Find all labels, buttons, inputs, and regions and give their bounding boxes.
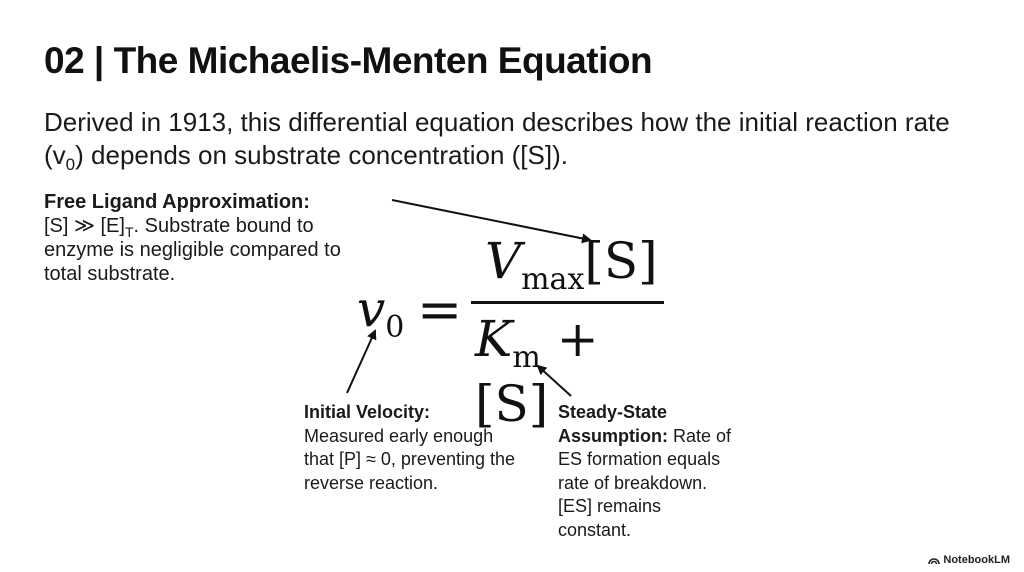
free-ligand-subscript: T	[124, 224, 134, 240]
steady-state-text: Rate of ES formation equals rate of brea…	[558, 425, 732, 540]
initial-velocity-heading: Initial Velocity:	[304, 402, 431, 422]
brand-label: NotebookLM	[943, 554, 1010, 566]
initial-velocity-note: Initial Velocity: Measured early enough …	[304, 401, 524, 495]
denominator-variable: K	[475, 310, 513, 368]
initial-velocity-text: Measured early enough that [P] ≈ 0, prev…	[304, 425, 516, 493]
steady-state-heading: Steady-State Assumption:	[558, 402, 668, 446]
intro-paragraph: Derived in 1913, this differential equat…	[44, 106, 984, 175]
equation-numerator: Vmax[S]	[485, 232, 658, 297]
free-ligand-note: Free Ligand Approximation: [S] ≫ [E]T. S…	[44, 190, 384, 286]
numerator-subscript: max	[521, 262, 585, 297]
free-ligand-text-part1: [S] ≫ [E]	[44, 215, 125, 237]
lhs-variable: v	[357, 280, 386, 338]
equation-denominator: Km + [S]	[475, 310, 675, 433]
notebooklm-logo-icon	[928, 557, 941, 564]
brand-watermark: NotebookLM	[928, 554, 1010, 566]
page-title: 02 | The Michaelis-Menten Equation	[44, 40, 653, 81]
michaelis-menten-equation: v0 = Vmax[S] Km + [S]	[355, 230, 675, 433]
equation-lhs: v0	[357, 280, 404, 345]
free-ligand-text-part2: . Substrate bound to enzyme is negligibl…	[44, 215, 341, 285]
steady-state-note: Steady-State Assumption: Rate of ES form…	[558, 401, 738, 542]
lhs-subscript: 0	[385, 310, 405, 345]
denominator-rest: + [S]	[475, 310, 599, 433]
free-ligand-heading: Free Ligand Approximation:	[44, 191, 310, 213]
intro-text-part2: ) depends on substrate concentration ([S…	[75, 140, 568, 170]
denominator-subscript: m	[512, 340, 541, 375]
intro-text-part1: Derived in 1913, this differential equat…	[44, 107, 950, 170]
numerator-concentration: [S]	[584, 232, 658, 290]
equals-sign: =	[417, 278, 463, 341]
intro-subscript: 0	[65, 155, 76, 175]
numerator-variable: V	[485, 232, 522, 290]
fraction-bar	[471, 301, 664, 304]
